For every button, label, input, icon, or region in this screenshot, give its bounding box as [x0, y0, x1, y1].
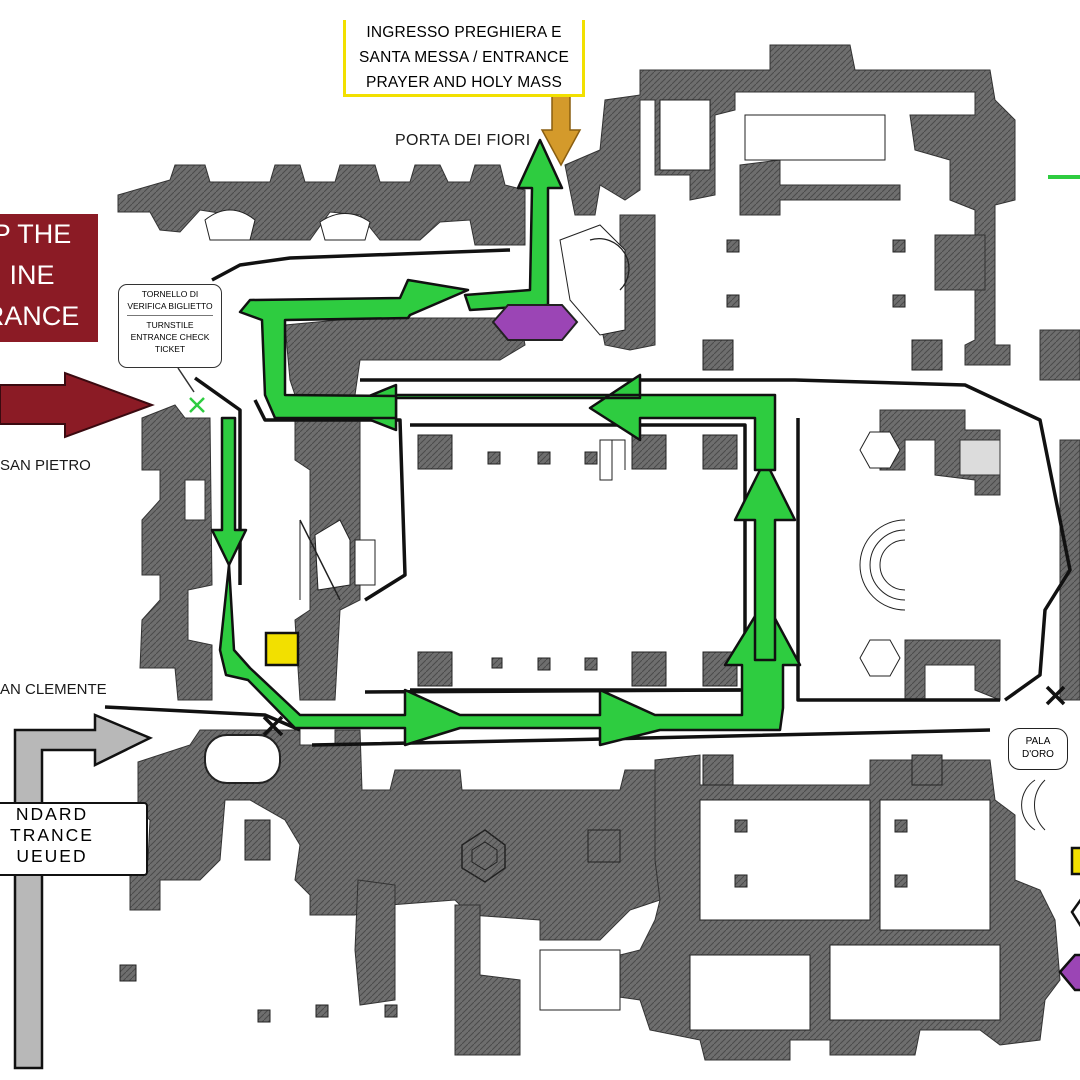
- pala-doro-line-1: PALA: [1025, 736, 1051, 747]
- skip-line-arrow: [0, 371, 155, 439]
- route-main-loop: [218, 563, 802, 747]
- route-east-up-arrow: [733, 458, 797, 662]
- standard-text-3: UEUED: [16, 846, 88, 866]
- skip-line-text-2: INE: [9, 260, 55, 290]
- legend-yellow-square: [1070, 846, 1080, 876]
- nave-columns: [119, 239, 943, 1023]
- legend-marks: [1058, 846, 1080, 992]
- closed-x-marker: [262, 685, 1066, 737]
- chapel-purple-hexagon: [491, 304, 579, 341]
- standard-text-2: TRANCE: [10, 825, 94, 845]
- san-pietro-label: SAN PIETRO: [0, 457, 91, 474]
- pala-doro-label: PALA D'ORO: [1008, 728, 1068, 770]
- courtyard-openings: [204, 99, 886, 336]
- turnstile-en-line-2: ENTRANCE CHECK: [130, 332, 210, 342]
- turnstile-en-line-1: TURNSTILE: [146, 320, 194, 330]
- callout-divider: [127, 315, 213, 316]
- prayer-mass-entrance-label: INGRESSO PREGHIERA E SANTA MESSA / ENTRA…: [343, 20, 585, 97]
- prayer-entrance-arrow: [540, 93, 582, 167]
- porta-dei-fiori-label: PORTA DEI FIORI: [395, 132, 531, 149]
- skip-line-text-1: P THE: [0, 219, 72, 249]
- prayer-label-line-3: PRAYER AND HOLY MASS: [365, 74, 563, 91]
- turnstile-it-line-2: VERIFICA BIGLIETTO: [127, 301, 213, 311]
- route-entry-arrow: [210, 416, 248, 567]
- standard-entrance-arrow: [13, 713, 154, 1070]
- skip-line-entrance-sign: P THE INE RANCE: [0, 214, 98, 342]
- plan-details: [204, 237, 1046, 883]
- san-clemente-label: AN CLEMENTE: [0, 681, 107, 698]
- callout-pointer: [177, 367, 195, 393]
- prayer-label-line-1: INGRESSO PREGHIERA E: [366, 24, 562, 41]
- turnstile-green-x: [189, 397, 205, 413]
- legend-purple-hexagon: [1058, 953, 1080, 992]
- building-walls: [117, 44, 1080, 1061]
- circulation-lines: [104, 248, 1072, 747]
- route-west-riser: [238, 278, 470, 420]
- turnstile-en-line-3: TICKET: [154, 344, 186, 354]
- standard-entrance-sign: NDARD TRANCE UEUED: [0, 802, 148, 876]
- turnstile-it-line-1: TORNELLO DI: [141, 289, 199, 299]
- pala-doro-line-2: D'ORO: [1022, 749, 1054, 760]
- visitor-route: [210, 138, 802, 747]
- info-yellow-square: [264, 631, 300, 667]
- prayer-label-line-2: SANTA MESSA / ENTRANCE: [359, 49, 569, 66]
- standard-text-1: NDARD: [15, 804, 89, 824]
- legend-white-hexagon: [1070, 898, 1080, 928]
- route-north-return: [338, 373, 777, 472]
- skip-line-text-3: RANCE: [0, 301, 80, 331]
- turnstile-callout: TORNELLO DI VERIFICA BIGLIETTO TURNSTILE…: [118, 284, 222, 368]
